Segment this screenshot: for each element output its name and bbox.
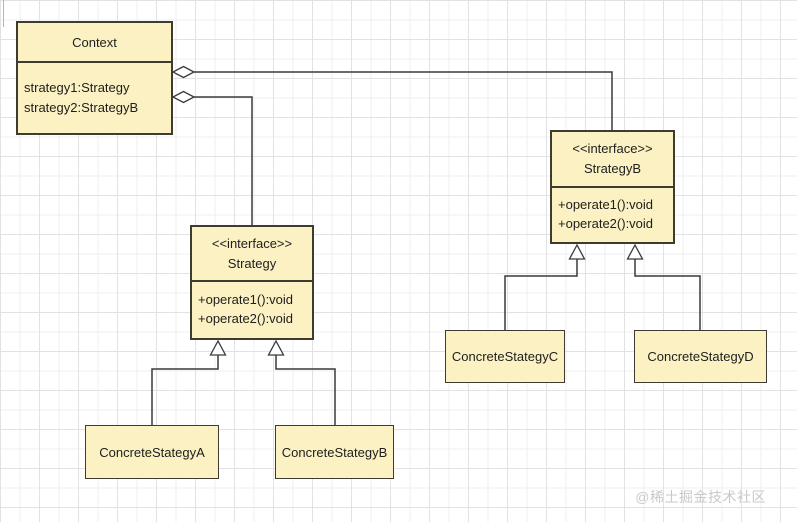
interface-strategyb-header: <<interface>> StrategyB bbox=[552, 132, 673, 188]
interface-strategy-header: <<interface>> Strategy bbox=[192, 227, 312, 282]
class-concrete-stategy-d: ConcreteStategyD bbox=[634, 330, 767, 383]
interface-strategyb: <<interface>> StrategyB +operate1():void… bbox=[550, 130, 675, 244]
aggregation-context-strategyb bbox=[171, 65, 613, 131]
class-concrete-stategy-d-name: ConcreteStategyD bbox=[647, 349, 754, 364]
interface-strategy: <<interface>> Strategy +operate1():void … bbox=[190, 225, 314, 340]
interface-strategyb-methods: +operate1():void +operate2():void bbox=[552, 188, 673, 240]
watermark: @稀土掘金技术社区 bbox=[635, 489, 766, 505]
stereotype-label: <<interface>> bbox=[211, 235, 293, 251]
aggregation-context-strategy bbox=[171, 90, 253, 226]
interface-strategy-name: Strategy bbox=[227, 255, 277, 271]
method-operate2: +operate2():void bbox=[198, 311, 294, 326]
inheritance-concreteb-strategy bbox=[267, 339, 336, 425]
aggregation-diamond-icon bbox=[171, 65, 196, 79]
attribute-strategy2: strategy2:StrategyB bbox=[24, 100, 139, 115]
class-concrete-stategy-b: ConcreteStategyB bbox=[275, 425, 394, 479]
class-concrete-stategy-c-name: ConcreteStategyC bbox=[451, 349, 559, 364]
method-operate1: +operate1():void bbox=[198, 292, 294, 307]
class-context-title: Context bbox=[18, 23, 171, 63]
inheritance-triangle-icon bbox=[568, 243, 586, 260]
inheritance-concreted-strategyb bbox=[626, 243, 701, 330]
inheritance-triangle-icon bbox=[267, 339, 285, 356]
stereotype-label: <<interface>> bbox=[572, 141, 653, 156]
interface-strategyb-name: StrategyB bbox=[583, 161, 642, 176]
class-context: Context strategy1:Strategy strategy2:Str… bbox=[16, 21, 173, 135]
class-concrete-stategy-b-name: ConcreteStategyB bbox=[281, 444, 388, 460]
class-concrete-stategy-a-name: ConcreteStategyA bbox=[99, 444, 205, 460]
inheritance-triangle-icon bbox=[626, 243, 644, 260]
inheritance-triangle-icon bbox=[209, 339, 227, 356]
inheritance-concretec-strategyb bbox=[504, 243, 586, 330]
class-context-attributes: strategy1:Strategy strategy2:StrategyB bbox=[18, 63, 171, 133]
attribute-strategy1: strategy1:Strategy bbox=[24, 80, 130, 95]
class-concrete-stategy-a: ConcreteStategyA bbox=[85, 425, 219, 479]
class-concrete-stategy-c: ConcreteStategyC bbox=[445, 330, 565, 383]
method-operate2: +operate2():void bbox=[558, 216, 654, 231]
aggregation-diamond-icon bbox=[171, 90, 196, 104]
interface-strategy-methods: +operate1():void +operate2():void bbox=[192, 282, 312, 336]
method-operate1: +operate1():void bbox=[558, 197, 654, 212]
inheritance-concretea-strategy bbox=[151, 339, 227, 425]
